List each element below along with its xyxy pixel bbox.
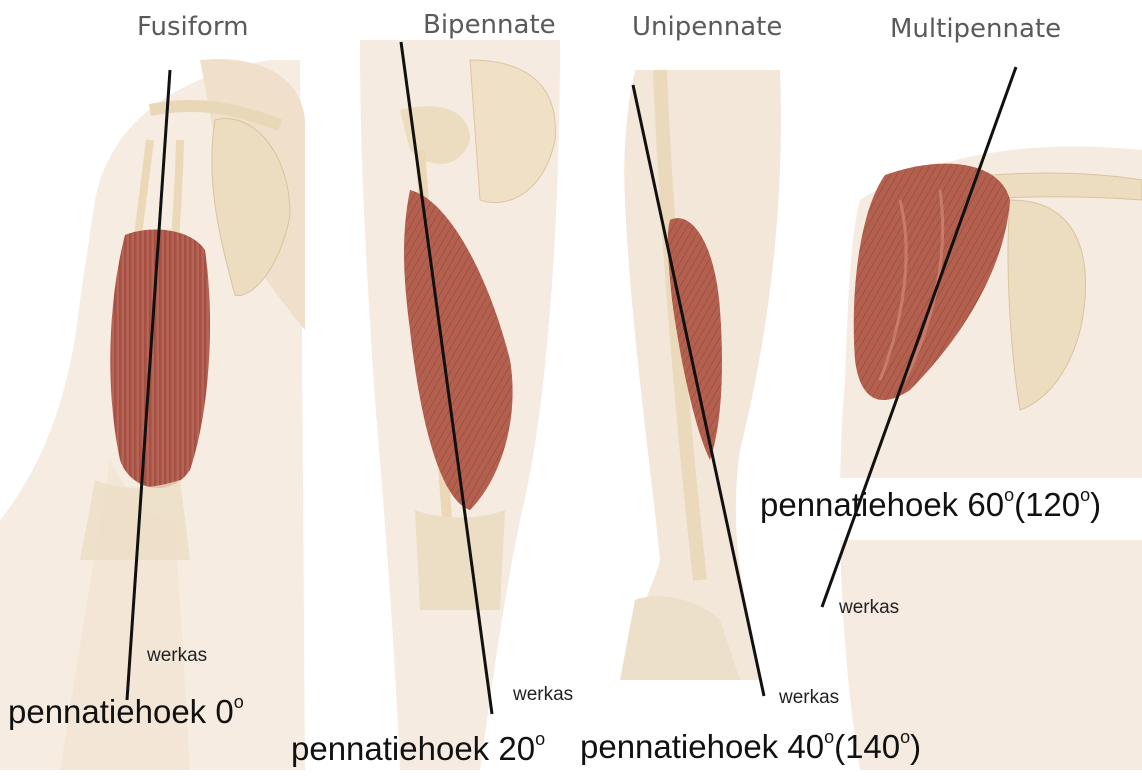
unipennate-angle-label: pennatiehoek 40o(140o): [580, 728, 921, 766]
paren-close: ): [1090, 486, 1101, 523]
bipennate-leg-illustration: [360, 40, 560, 770]
degree-mark: o: [234, 692, 244, 712]
multipennate-shoulder-illustration: [840, 147, 1142, 770]
fusiform-angle-label: pennatiehoek 0o: [8, 693, 244, 731]
werkas-label-fusiform: werkas: [147, 645, 207, 667]
unipennate-angle-alt: 140: [845, 728, 900, 765]
paren-open: (: [1014, 486, 1025, 523]
werkas-label-unipennate: werkas: [779, 687, 839, 709]
multipennate-angle-alt: 120: [1025, 486, 1080, 523]
paren-open: (: [834, 728, 845, 765]
paren-close: ): [910, 728, 921, 765]
werkas-label-bipennate: werkas: [513, 684, 573, 706]
bipennate-angle-label: pennatiehoek 20o: [291, 730, 545, 768]
title-bipennate: Bipennate: [423, 10, 556, 40]
bipennate-angle-text: pennatiehoek 20: [291, 730, 535, 767]
multipennate-angle-text: pennatiehoek 60: [760, 486, 1004, 523]
title-multipennate: Multipennate: [890, 14, 1061, 44]
degree-mark: o: [824, 727, 834, 747]
multipennate-angle-label: pennatiehoek 60o(120o): [760, 486, 1101, 524]
title-unipennate: Unipennate: [632, 12, 782, 42]
werkas-label-multipennate: werkas: [839, 597, 899, 619]
title-fusiform: Fusiform: [137, 12, 248, 42]
degree-mark: o: [900, 727, 910, 747]
degree-mark: o: [1004, 485, 1014, 505]
unipennate-leg-illustration: [620, 70, 781, 680]
unipennate-angle-text: pennatiehoek 40: [580, 728, 824, 765]
degree-mark: o: [535, 729, 545, 749]
degree-mark: o: [1080, 485, 1090, 505]
fusiform-angle-text: pennatiehoek 0: [8, 693, 234, 730]
